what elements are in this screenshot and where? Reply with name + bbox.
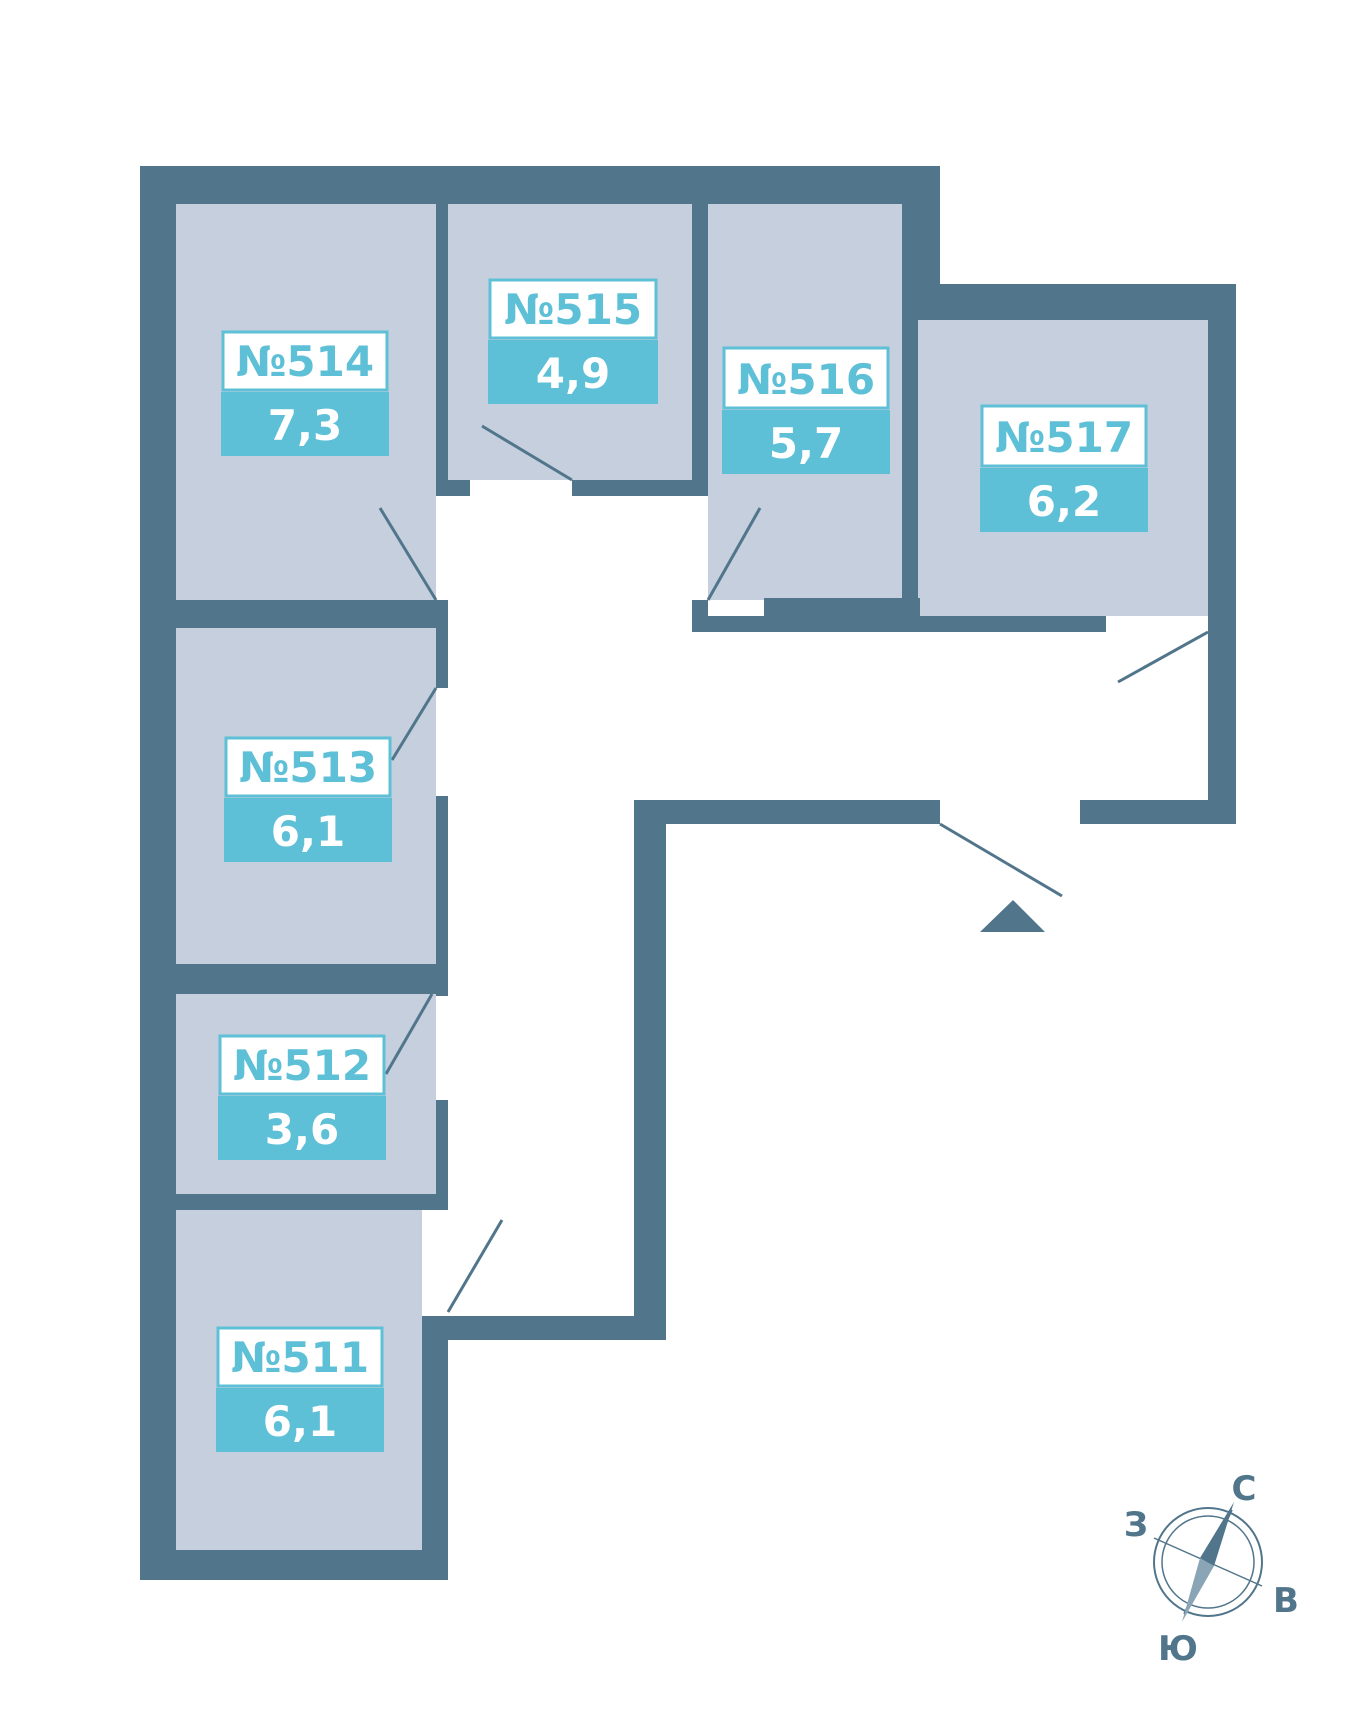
- room-512-area-value: 3,6: [265, 1105, 339, 1154]
- room-513-number: №513: [239, 743, 377, 792]
- compass-icon: С З В Ю: [1124, 1469, 1299, 1669]
- room-511-label[interactable]: №511 6,1: [216, 1326, 384, 1452]
- room-512-number: №512: [233, 1041, 371, 1090]
- entrance-door[interactable]: [939, 822, 1063, 898]
- room-517-label[interactable]: №517 6,2: [980, 404, 1148, 532]
- room-514-number: №514: [236, 337, 374, 386]
- room-511-number: №511: [231, 1333, 369, 1382]
- room-514-area-value: 7,3: [268, 401, 342, 450]
- compass-south-label: Ю: [1158, 1629, 1198, 1669]
- room-517-number: №517: [995, 413, 1133, 462]
- compass-north-label: С: [1232, 1469, 1257, 1509]
- room-515-number: №515: [504, 285, 642, 334]
- room-515-label[interactable]: №515 4,9: [488, 278, 658, 404]
- door-517[interactable]: [1117, 630, 1209, 684]
- entrance-triangle-icon: [980, 900, 1045, 932]
- room-511-area-value: 6,1: [263, 1397, 337, 1446]
- door-512[interactable]: [384, 993, 434, 1075]
- room-513-area-value: 6,1: [271, 807, 345, 856]
- compass-west-label: З: [1124, 1505, 1148, 1545]
- door-513[interactable]: [390, 687, 438, 761]
- room-517-area-value: 6,2: [1027, 477, 1101, 526]
- room-516-area-value: 5,7: [769, 419, 843, 468]
- room-516-number: №516: [737, 355, 875, 404]
- door-515[interactable]: [481, 424, 573, 482]
- room-516-label[interactable]: №516 5,7: [722, 346, 890, 474]
- doors: [378, 424, 1209, 1313]
- room-514-label[interactable]: №514 7,3: [221, 330, 389, 456]
- room-513-label[interactable]: №513 6,1: [224, 736, 392, 862]
- compass-east-label: В: [1273, 1581, 1299, 1621]
- door-511[interactable]: [446, 1219, 504, 1313]
- door-514[interactable]: [378, 507, 438, 601]
- walls: [140, 166, 1236, 1580]
- door-516[interactable]: [706, 507, 762, 601]
- room-515-area-value: 4,9: [536, 349, 610, 398]
- room-512-label[interactable]: №512 3,6: [218, 1034, 386, 1160]
